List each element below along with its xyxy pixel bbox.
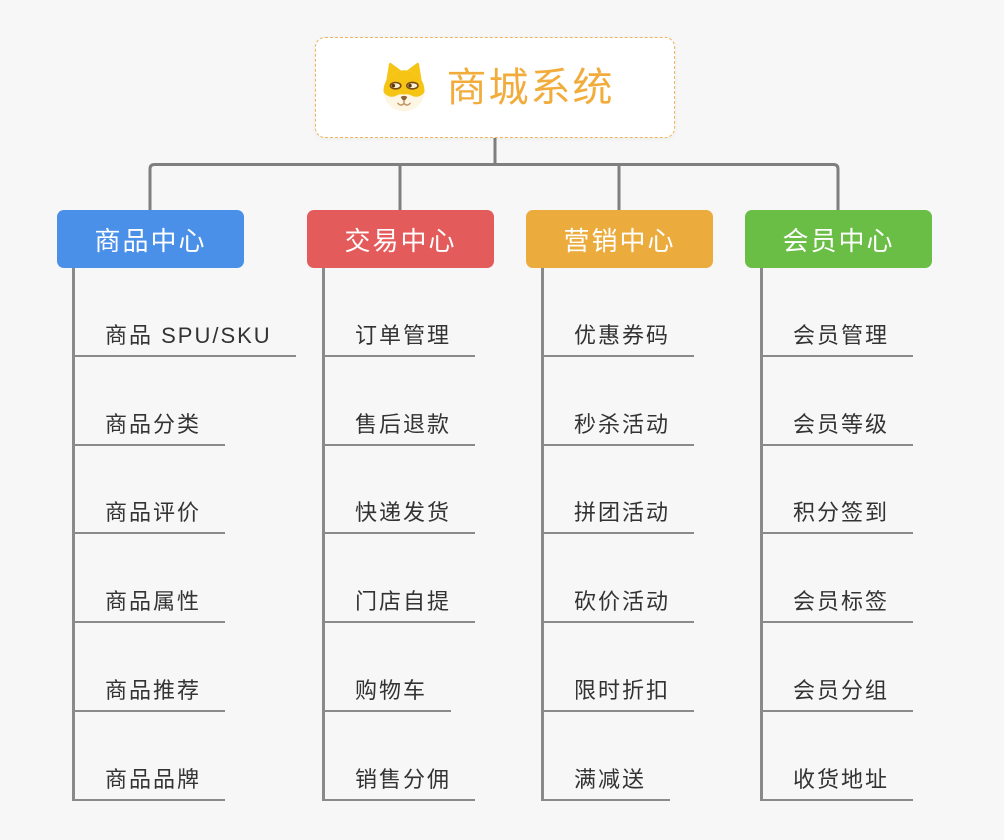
root-title: 商城系统 (446, 65, 615, 110)
branch-node-marketing-center: 营销中心 优惠券码秒杀活动拼团活动砍价活动限时折扣满减送 (526, 210, 766, 801)
branch-connector-line (541, 268, 544, 801)
child-node[interactable]: 销售分佣 (322, 712, 476, 801)
child-node[interactable]: 商品推荐 (72, 623, 226, 712)
root-node[interactable]: 商城系统 (315, 37, 675, 138)
branch-header-marketing-center[interactable]: 营销中心 (526, 210, 713, 268)
child-node[interactable]: 会员标签 (760, 534, 914, 624)
child-node[interactable]: 商品品牌 (72, 712, 226, 801)
child-node[interactable]: 收货地址 (760, 712, 914, 801)
child-node[interactable]: 积分签到 (760, 446, 914, 535)
child-node[interactable]: 门店自提 (322, 534, 476, 624)
branch-children: 会员管理会员等级积分签到会员标签会员分组收货地址 (760, 268, 914, 801)
branch-connector-line (72, 268, 75, 801)
child-node[interactable]: 会员分组 (760, 623, 914, 712)
child-node[interactable]: 砍价活动 (541, 534, 695, 624)
branch-header-product-center[interactable]: 商品中心 (57, 210, 244, 268)
child-node[interactable]: 订单管理 (322, 268, 476, 357)
child-node[interactable]: 快递发货 (322, 446, 476, 535)
branch-connector-line (760, 268, 763, 801)
child-node[interactable]: 会员管理 (760, 268, 914, 357)
child-node[interactable]: 拼团活动 (541, 446, 695, 535)
child-node[interactable]: 商品属性 (72, 534, 226, 624)
child-node[interactable]: 限时折扣 (541, 623, 695, 712)
child-node[interactable]: 商品分类 (72, 357, 226, 446)
child-node[interactable]: 秒杀活动 (541, 357, 695, 446)
child-node[interactable]: 购物车 (322, 623, 452, 712)
branch-node-trade-center: 交易中心 订单管理售后退款快递发货门店自提购物车销售分佣 (307, 210, 547, 801)
child-node[interactable]: 优惠券码 (541, 268, 695, 357)
branch-node-member-center: 会员中心 会员管理会员等级积分签到会员标签会员分组收货地址 (745, 210, 985, 801)
branch-header-member-center[interactable]: 会员中心 (745, 210, 932, 268)
child-node[interactable]: 商品 SPU/SKU (72, 268, 296, 357)
branch-connector-line (322, 268, 325, 801)
branch-children: 订单管理售后退款快递发货门店自提购物车销售分佣 (322, 268, 476, 801)
child-node[interactable]: 商品评价 (72, 446, 226, 535)
dog-face-icon (382, 62, 425, 111)
child-node[interactable]: 售后退款 (322, 357, 476, 446)
child-node[interactable]: 满减送 (541, 712, 671, 801)
branch-header-trade-center[interactable]: 交易中心 (307, 210, 494, 268)
child-node[interactable]: 会员等级 (760, 357, 914, 446)
branch-children: 优惠券码秒杀活动拼团活动砍价活动限时折扣满减送 (541, 268, 695, 801)
